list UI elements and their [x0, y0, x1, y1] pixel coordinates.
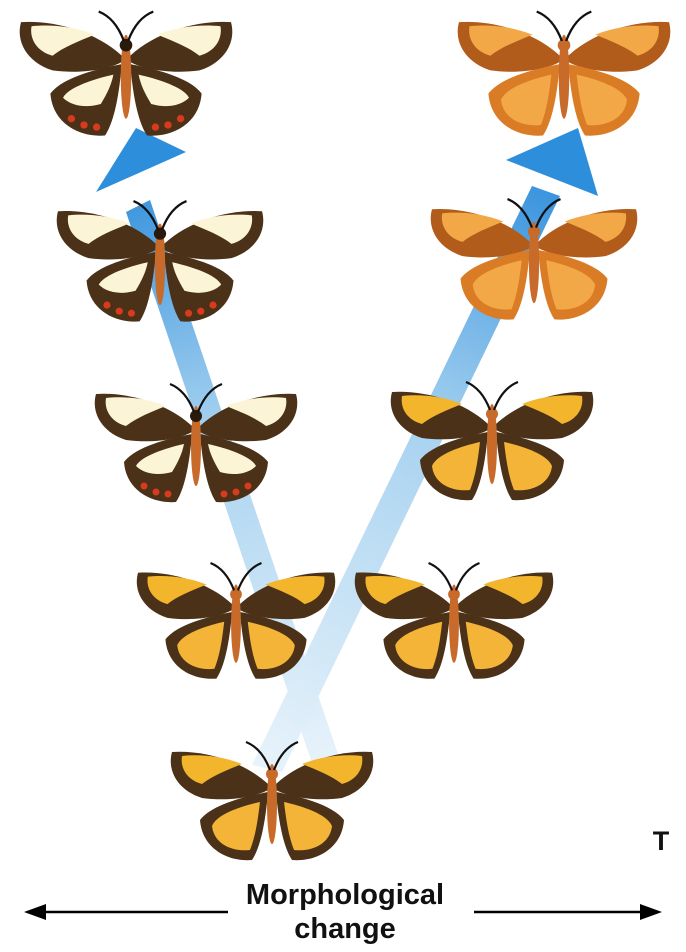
- right-lineage-butterfly-stage-4: [458, 12, 671, 136]
- axis-label-line-1: Morphological: [180, 880, 510, 910]
- right-lineage-butterfly-stage-1: [355, 563, 553, 679]
- left-lineage-butterfly-stage-3: [57, 201, 264, 322]
- axis-label-line-2: change: [180, 914, 510, 944]
- time-marker-label: T: [646, 826, 676, 857]
- left-lineage-butterfly-stage-4: [20, 12, 233, 136]
